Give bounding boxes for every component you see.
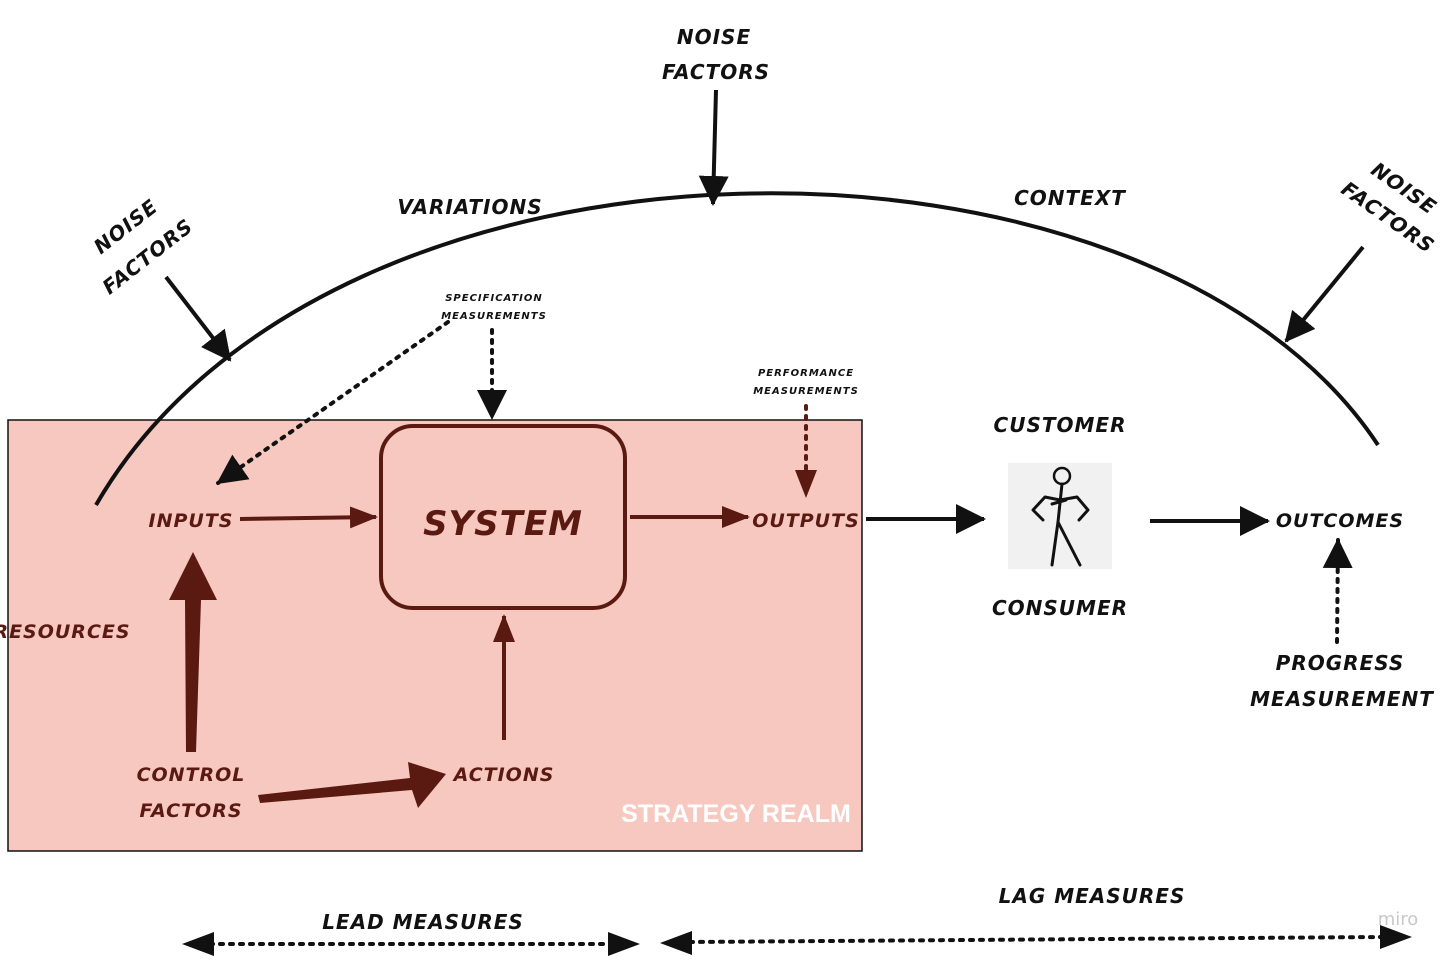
- outputs-label: OUTPUTS: [752, 510, 860, 532]
- progress-label-2: MEASUREMENT: [1250, 687, 1434, 711]
- lag-measures-arrow: [660, 925, 1412, 955]
- inputs-label: INPUTS: [149, 510, 234, 532]
- perf-label-2: MEASUREMENTS: [753, 386, 859, 397]
- customer-label: CUSTOMER: [994, 413, 1127, 437]
- outcomes-label: OUTCOMES: [1276, 510, 1404, 532]
- lead-measures-label: LEAD MEASURES: [322, 910, 524, 934]
- noise-right-arrow: [1284, 245, 1365, 343]
- consumer-label: CONSUMER: [992, 596, 1128, 620]
- inputs-to-system-arrow: [239, 506, 378, 529]
- system-label: SYSTEM: [423, 504, 583, 544]
- spec-label-1: SPECIFICATION: [445, 293, 543, 304]
- noise-top-arrow: [698, 89, 729, 206]
- spec-to-inputs-arrow: [216, 320, 450, 485]
- progress-to-outcomes-arrow: [1322, 538, 1353, 644]
- progress-label-1: PROGRESS: [1276, 651, 1405, 675]
- perf-label-1: PERFORMANCE: [758, 368, 854, 379]
- lag-measures-label: LAG MEASURES: [999, 884, 1186, 908]
- control-to-inputs-arrow: [169, 552, 217, 752]
- control-factors-label-1: CONTROL: [137, 764, 246, 786]
- noise-left-arrow: [164, 275, 232, 362]
- stick-figure-icon: [1008, 463, 1112, 569]
- system-box: [379, 424, 627, 610]
- noise-top-label-1: NOISE: [677, 25, 751, 49]
- brand-watermark: miro: [1378, 909, 1419, 930]
- spec-label-2: MEASUREMENTS: [441, 311, 547, 322]
- strategy-realm-label: STRATEGY REALM: [621, 800, 851, 828]
- noise-top-label-2: FACTORS: [662, 60, 770, 84]
- context-arc: [94, 191, 1380, 507]
- actions-label: ACTIONS: [452, 764, 555, 786]
- control-factors-label-2: FACTORS: [139, 800, 242, 822]
- context-label: CONTEXT: [1014, 186, 1126, 210]
- variations-label: VARIATIONS: [397, 195, 542, 219]
- resources-label: RESOURCES: [0, 621, 131, 643]
- control-to-actions-arrow: [258, 762, 446, 808]
- lead-measures-arrow: [182, 932, 640, 956]
